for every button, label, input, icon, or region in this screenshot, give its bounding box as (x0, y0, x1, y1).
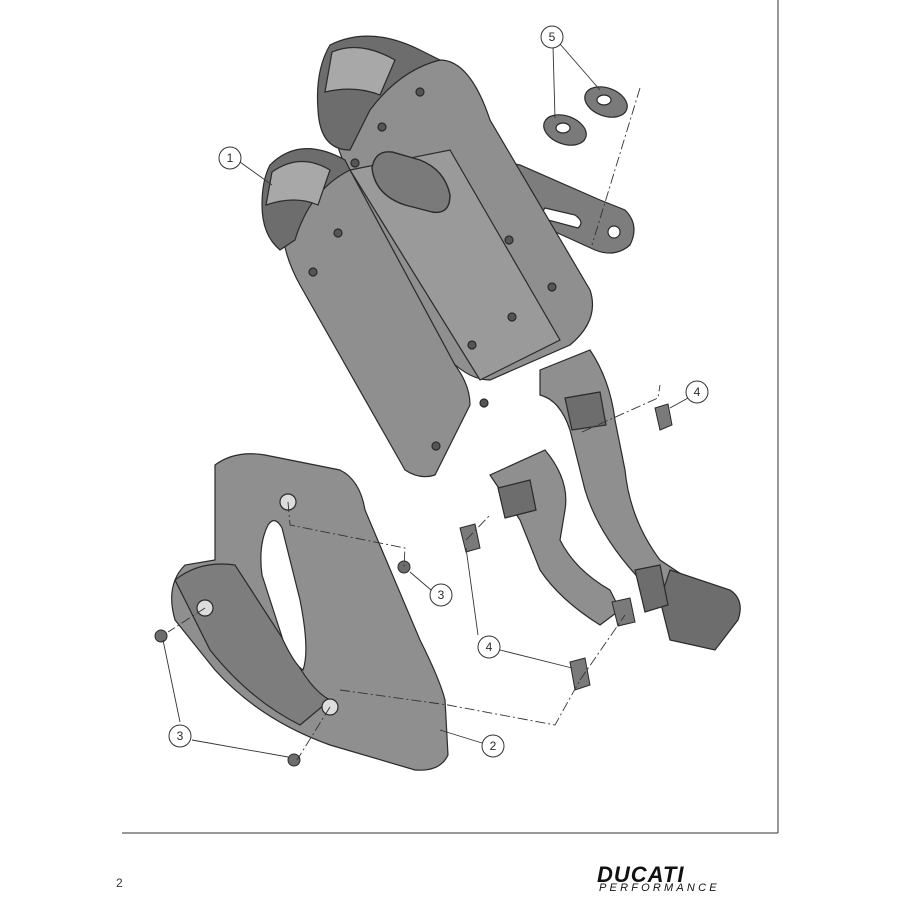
callout-label: 2 (490, 739, 497, 753)
callout-4-upper: 4 (685, 380, 709, 404)
leader-line-3 (191, 739, 289, 758)
callout-label: 4 (694, 385, 701, 399)
callout-3-left: 3 (168, 724, 192, 748)
upper-end-cap-outlet (324, 46, 396, 96)
bolt (377, 122, 387, 132)
assembly-line (465, 514, 491, 541)
lower-canister-side (349, 149, 561, 381)
assembly-line (287, 501, 406, 568)
part-grommets (543, 86, 628, 146)
pipe-clamp-3 (497, 479, 537, 519)
lower-end-cap-outlet (265, 160, 331, 206)
leader-line-4 (669, 397, 689, 409)
bracket-hole (607, 225, 621, 239)
leader-line-2 (439, 729, 483, 744)
bolt (415, 87, 425, 97)
callout-4-lower: 4 (477, 635, 501, 659)
pipe-clamp (634, 564, 669, 613)
page-number: 2 (116, 876, 123, 890)
callout-label: 1 (227, 151, 234, 165)
bolt (431, 441, 441, 451)
heat-shield-front (174, 563, 332, 726)
callout-3-right: 3 (429, 583, 453, 607)
leader-line-1 (239, 161, 273, 186)
callout-5: 5 (540, 25, 564, 49)
grommet-hole (596, 94, 612, 106)
bolt (350, 158, 360, 168)
assembly-line (581, 384, 661, 433)
leader-line-4 (499, 649, 573, 669)
nut-part-3 (397, 560, 411, 574)
bolt (504, 235, 514, 245)
bolt (507, 312, 517, 322)
assembly-line (167, 607, 206, 633)
bolt (547, 282, 557, 292)
fasteners (154, 403, 673, 767)
screw-part-3 (154, 629, 168, 643)
part-silencer-assembly (261, 35, 741, 651)
bolt (333, 228, 343, 238)
clip-nut-part-4 (611, 597, 636, 627)
assembly-line (296, 706, 331, 761)
assembly-line (339, 679, 581, 726)
assembly-line (579, 614, 626, 681)
grommet-hole (555, 122, 571, 134)
leader-line-4 (465, 547, 479, 636)
clip-nut-part-4 (459, 523, 481, 553)
leader-line-5 (552, 45, 556, 119)
silencer-logo (371, 151, 451, 214)
bolt (479, 398, 489, 408)
leader-line-5 (559, 43, 601, 91)
bolt (308, 267, 318, 277)
clip-nut-part-4 (569, 657, 591, 691)
heat-shield-body (171, 453, 449, 771)
callout-label: 3 (177, 729, 184, 743)
leader-line-3 (409, 571, 432, 591)
mounting-bracket (494, 159, 635, 254)
assembly-lines (167, 87, 661, 761)
brand-name: DUCATI (597, 862, 685, 887)
callout-label: 4 (486, 640, 493, 654)
ducati-performance-logo: DUCATI PERFORMANCE (597, 862, 777, 896)
leader-line-3 (162, 639, 181, 723)
pipe-clamp-2 (564, 391, 607, 431)
callout-label: 5 (549, 30, 556, 44)
clip-nut-part-4 (654, 403, 673, 431)
heat-shield-slot (260, 520, 307, 671)
screw-part-3 (287, 753, 301, 767)
pipe-inlet (659, 569, 741, 651)
brand-subtitle: PERFORMANCE (599, 882, 720, 894)
assembly-line (591, 87, 641, 246)
callout-label: 3 (438, 588, 445, 602)
callout-2: 2 (481, 734, 505, 758)
part-heat-shield (171, 453, 449, 771)
callout-1: 1 (218, 146, 242, 170)
leader-lines (162, 43, 689, 758)
bolt (467, 340, 477, 350)
